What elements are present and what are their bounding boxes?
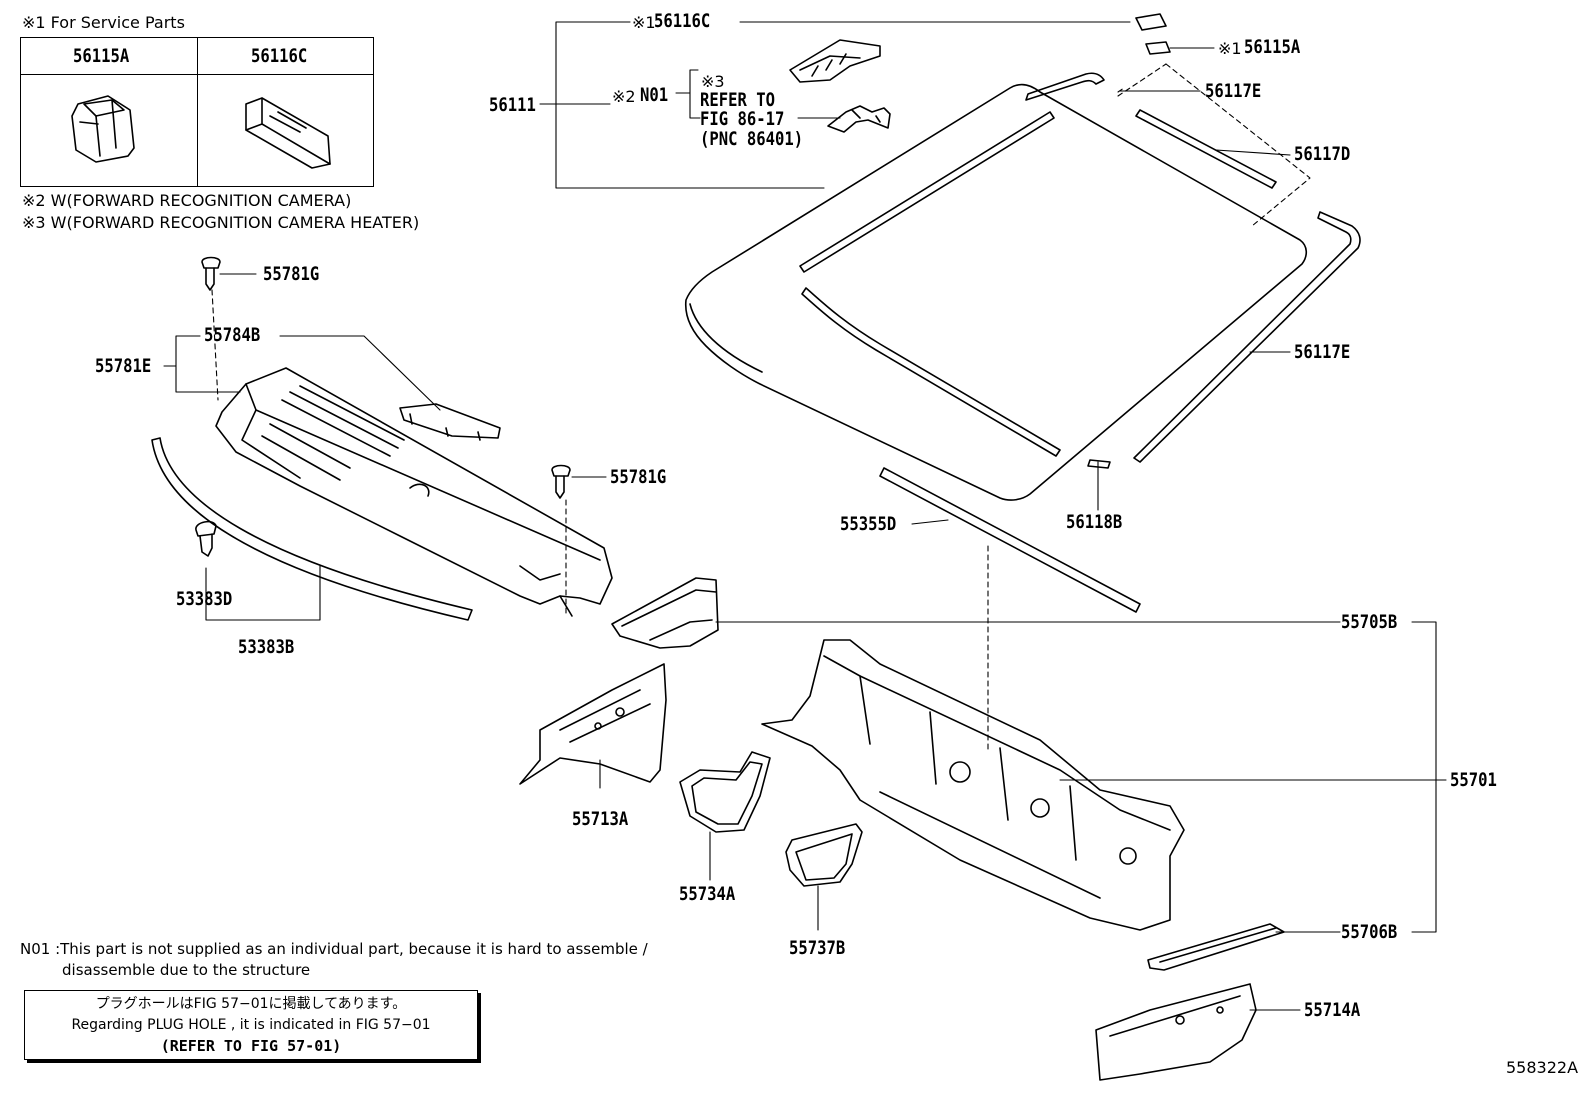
- clip-56118B[interactable]: [1087, 459, 1111, 469]
- label-55781E[interactable]: 55781E: [95, 355, 152, 377]
- windshield-glass[interactable]: [684, 83, 1308, 501]
- panel-55714A[interactable]: [1095, 983, 1257, 1081]
- footnote-3: ※3 W(FORWARD RECOGNITION CAMERA HEATER): [22, 213, 420, 232]
- upper-moulding[interactable]: [1025, 72, 1105, 101]
- reinforcement-55706B[interactable]: [1147, 923, 1285, 971]
- side-moulding-upper-left[interactable]: [799, 111, 1055, 273]
- service-part-number: 56115A: [73, 45, 130, 67]
- label-53383B[interactable]: 53383B: [238, 636, 295, 658]
- label-56117E-top[interactable]: 56117E: [1205, 80, 1262, 102]
- bracket-55705B[interactable]: [611, 577, 719, 649]
- label-56111[interactable]: 56111: [489, 94, 536, 116]
- label-refer-to: REFER TO: [700, 89, 776, 111]
- clip-55781G-top[interactable]: [201, 256, 221, 291]
- cowl-louver-55781E[interactable]: [215, 367, 613, 617]
- drawing-number: 558322A: [1506, 1058, 1579, 1077]
- label-n2-prefix: ※2: [612, 87, 636, 106]
- service-parts-table: 56115A 56116C: [20, 37, 374, 187]
- plug-hole-note: プラグホールはFIG 57−01に掲載してあります。 Regarding PLU…: [24, 990, 478, 1060]
- part-56115A-icon: [71, 95, 135, 163]
- label-56118B[interactable]: 56118B: [1066, 511, 1123, 533]
- part-56116C-icon: [245, 97, 331, 169]
- seal-53383B[interactable]: [151, 437, 473, 621]
- service-cell-56116C: 56116C: [197, 38, 373, 186]
- service-cell-56115A: 56115A: [21, 38, 197, 186]
- table-divider: [197, 38, 198, 186]
- label-55714A[interactable]: 55714A: [1304, 999, 1361, 1021]
- label-55355D[interactable]: 55355D: [840, 513, 897, 535]
- label-55781G-top[interactable]: 55781G: [263, 263, 320, 285]
- label-55701[interactable]: 55701: [1450, 769, 1497, 791]
- dash-panel-55701[interactable]: [761, 639, 1185, 931]
- label-55705B[interactable]: 55705B: [1341, 611, 1398, 633]
- label-n01[interactable]: N01: [640, 84, 669, 106]
- label-55784B[interactable]: 55784B: [204, 324, 261, 346]
- seal-55734A[interactable]: [679, 751, 771, 833]
- note-n01-line1: N01 :This part is not supplied as an ind…: [20, 940, 648, 958]
- clip-53383D[interactable]: [195, 520, 217, 557]
- service-cell-head: 56116C: [197, 38, 373, 75]
- camera-heater-wire[interactable]: [827, 105, 891, 133]
- weatherstrip-55355D[interactable]: [879, 467, 1141, 613]
- service-cell-head: 56115A: [21, 38, 197, 75]
- plug-hole-en: Regarding PLUG HOLE , it is indicated in…: [71, 1017, 431, 1033]
- lower-left-strip[interactable]: [801, 287, 1061, 457]
- label-56116C-prefix: ※1: [632, 13, 656, 32]
- note-n01-line2: disassemble due to the structure: [62, 961, 311, 979]
- label-55781G-mid[interactable]: 55781G: [610, 466, 667, 488]
- label-fig-86-17[interactable]: FIG 86-17: [700, 108, 785, 130]
- moulding-56117D[interactable]: [1135, 109, 1277, 189]
- label-53383D[interactable]: 53383D: [176, 588, 233, 610]
- bracket-56115A[interactable]: [1145, 41, 1171, 55]
- panel-55713A[interactable]: [519, 663, 667, 785]
- plug-hole-ref[interactable]: (REFER TO FIG 57-01): [160, 1037, 342, 1055]
- right-moulding[interactable]: [1133, 211, 1361, 463]
- label-55706B[interactable]: 55706B: [1341, 921, 1398, 943]
- label-56117E-side[interactable]: 56117E: [1294, 341, 1351, 363]
- clip-55781G-mid[interactable]: [551, 464, 571, 499]
- label-55734A[interactable]: 55734A: [679, 883, 736, 905]
- label-55737B[interactable]: 55737B: [789, 937, 846, 959]
- footnote-2: ※2 W(FORWARD RECOGNITION CAMERA): [22, 191, 352, 210]
- label-56115A-prefix: ※1: [1218, 39, 1242, 58]
- label-56116C[interactable]: 56116C: [654, 10, 711, 32]
- label-pnc: (PNC 86401): [700, 128, 804, 150]
- service-part-number: 56116C: [251, 45, 308, 67]
- plug-hole-jp: プラグホールはFIG 57−01に掲載してあります。: [95, 996, 407, 1012]
- label-56115A[interactable]: 56115A: [1244, 36, 1301, 58]
- camera-bracket[interactable]: [789, 39, 881, 83]
- label-56117D[interactable]: 56117D: [1294, 143, 1351, 165]
- label-55713A[interactable]: 55713A: [572, 808, 629, 830]
- label-n3-prefix: ※3: [701, 72, 725, 91]
- seal-55737B[interactable]: [785, 823, 863, 887]
- service-parts-header: ※1 For Service Parts: [22, 13, 185, 32]
- seal-55784B[interactable]: [399, 403, 501, 441]
- cover-56116C[interactable]: [1135, 13, 1167, 31]
